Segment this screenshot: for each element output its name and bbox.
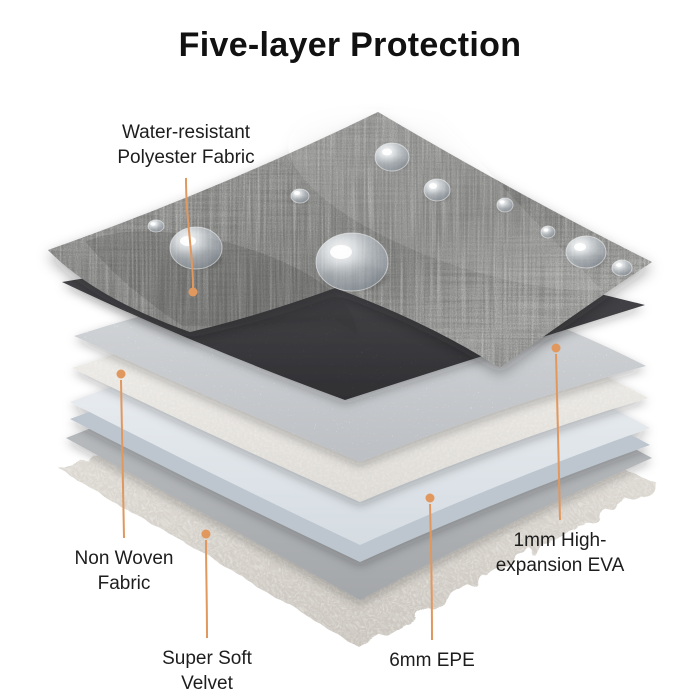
leader-line-polyester <box>185 177 194 289</box>
droplet-highlight <box>294 191 300 195</box>
leader-dot-velvet <box>201 529 211 539</box>
droplet-body <box>374 142 410 172</box>
droplet-body <box>423 178 451 202</box>
water-droplet <box>565 235 607 269</box>
water-droplet <box>423 178 451 202</box>
water-droplet <box>611 259 633 277</box>
droplet-highlight <box>330 245 352 259</box>
water-droplet <box>374 142 410 172</box>
leader-dot-polyester <box>188 287 198 297</box>
droplet-body <box>169 226 223 270</box>
droplet-highlight <box>429 183 437 189</box>
water-droplet <box>315 232 389 292</box>
droplet-body <box>565 235 607 269</box>
droplet-body <box>290 188 310 204</box>
leader-line-velvet <box>205 539 208 639</box>
droplet-body <box>147 219 165 233</box>
leader-line-nonwoven <box>120 379 125 539</box>
droplet-body <box>496 197 514 213</box>
annotations <box>116 177 561 641</box>
water-droplet <box>169 226 223 270</box>
droplet-body <box>611 259 633 277</box>
page-title: Five-layer Protection <box>178 26 522 64</box>
water-droplet <box>496 197 514 213</box>
water-droplets <box>147 142 633 292</box>
label-nonwoven: Non Woven Fabric <box>74 548 174 595</box>
droplet-body <box>540 225 556 239</box>
leader-dot-eva <box>551 343 561 353</box>
droplet-highlight <box>616 263 622 267</box>
droplet-highlight <box>150 222 156 226</box>
leader-dot-nonwoven <box>116 369 126 379</box>
droplet-highlight <box>382 148 392 156</box>
droplet-highlight <box>499 200 505 204</box>
water-droplet <box>540 225 556 239</box>
label-epe: 6mm EPE <box>389 650 475 671</box>
label-polyester: Water-resistant Polyester Fabric <box>117 122 255 169</box>
label-velvet: Super Soft Velvet <box>162 648 252 695</box>
droplet-highlight <box>574 243 586 251</box>
water-droplet <box>290 188 310 204</box>
droplet-body <box>315 232 389 292</box>
label-eva: 1mm High-expansion EVA <box>495 530 625 577</box>
leader-line-eva <box>555 353 561 521</box>
droplet-highlight <box>180 236 196 246</box>
leader-dot-epe <box>425 493 435 503</box>
droplet-highlight <box>543 228 549 232</box>
leader-line-epe <box>429 503 433 641</box>
water-droplet <box>147 219 165 233</box>
